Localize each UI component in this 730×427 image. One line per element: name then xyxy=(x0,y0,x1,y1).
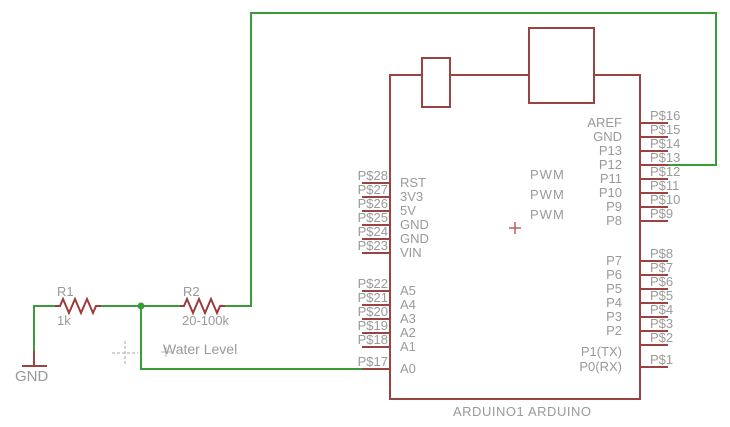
pin-p26-name: P$26 xyxy=(357,196,388,211)
pin-p9-label: P8 xyxy=(606,213,622,228)
pin-p28-label: RST xyxy=(400,175,426,190)
pin-p1-label: P0(RX) xyxy=(579,359,622,374)
pin-p12-name: P$12 xyxy=(650,164,681,179)
resistor-r1-name: R1 xyxy=(57,284,74,299)
resistor-r1-value: 1k xyxy=(57,313,71,328)
pin-p17-name: P$17 xyxy=(357,354,388,369)
usb-connector-rect xyxy=(421,57,451,108)
pin-p20-label: A3 xyxy=(400,311,416,326)
power-jack-rect xyxy=(528,27,595,104)
pin-p15-label: GND xyxy=(593,129,622,144)
pin-p11-name: P$11 xyxy=(650,178,680,193)
pwm-label-1: PWM xyxy=(530,167,565,182)
pwm-label-3: PWM xyxy=(530,207,565,222)
pin-p24-label: GND xyxy=(400,231,429,246)
text-origin-plus-icon xyxy=(161,347,171,357)
net-label-water-level: Water Level xyxy=(163,341,238,357)
pin-p2-label: P1(TX) xyxy=(580,344,622,359)
pin-p22-label: A5 xyxy=(400,283,416,298)
pwm-label-2: PWM xyxy=(530,187,565,202)
pin-p10-label: P9 xyxy=(606,199,622,214)
pin-p5-name: P$5 xyxy=(650,288,674,303)
pin-p3-name: P$3 xyxy=(650,316,674,331)
pin-p13-label: P12 xyxy=(598,157,622,172)
wire-r2-to-p12 xyxy=(225,12,717,307)
pin-p3-label: P2 xyxy=(606,323,622,338)
wire-junction-to-a0 xyxy=(140,306,364,370)
right-pin-stubs xyxy=(640,122,668,368)
pin-p8-label: P7 xyxy=(606,253,622,268)
pin-p6-label: P5 xyxy=(606,281,622,296)
pin-p21-label: A4 xyxy=(400,297,416,312)
pin-p1-name: P$1 xyxy=(650,352,674,367)
pin-p24-name: P$24 xyxy=(357,224,388,239)
pin-p23-name: P$23 xyxy=(357,238,388,253)
pin-p8-name: P$8 xyxy=(650,246,674,261)
resistor-r2-symbol xyxy=(180,296,225,316)
pin-p12-label: P11 xyxy=(599,171,622,186)
pin-p20-name: P$20 xyxy=(357,304,388,319)
resistor-r1-symbol xyxy=(55,296,101,316)
pin-p9-name: P$9 xyxy=(650,206,674,221)
pin-p21-name: P$21 xyxy=(357,290,388,305)
pin-p19-name: P$19 xyxy=(357,318,388,333)
resistor-r2-name: R2 xyxy=(183,284,200,299)
pin-p6-name: P$6 xyxy=(650,274,674,289)
pin-p28-name: P$28 xyxy=(357,168,388,183)
pin-p11-label: P10 xyxy=(598,185,622,200)
pin-p22-name: P$22 xyxy=(357,276,388,291)
pin-p2-name: P$2 xyxy=(650,330,674,345)
pin-p14-label: P13 xyxy=(598,143,622,158)
pin-p5-label: P4 xyxy=(606,295,622,310)
pin-p16-label: AREF xyxy=(587,115,622,130)
pin-p16-name: P$16 xyxy=(650,108,681,123)
pin-p27-label: 3V3 xyxy=(400,189,424,204)
net-wires xyxy=(33,12,717,370)
pin-p18-label: A1 xyxy=(400,339,416,354)
arduino-part-name: ARDUINO xyxy=(528,404,592,419)
part-origin-cross-icon xyxy=(509,222,521,234)
resistor-r2-value: 20-100k xyxy=(182,313,229,328)
pin-p15-name: P$15 xyxy=(650,122,681,137)
gnd-label: GND xyxy=(15,368,49,385)
gnd-symbol xyxy=(22,351,47,367)
junction-dot xyxy=(137,302,145,310)
pin-p18-name: P$18 xyxy=(357,332,388,347)
pin-p7-label: P6 xyxy=(606,267,622,282)
pin-p4-label: P3 xyxy=(606,309,622,324)
origin-cross xyxy=(112,341,138,366)
arduino-outline xyxy=(389,74,641,400)
pin-p13-name: P$13 xyxy=(650,150,681,165)
pin-p25-name: P$25 xyxy=(357,210,388,225)
pin-p7-name: P$7 xyxy=(650,260,674,275)
pin-p23-label: VIN xyxy=(400,245,422,260)
left-pin-stubs xyxy=(362,182,390,370)
pin-p10-name: P$10 xyxy=(650,192,681,207)
pin-p25-label: GND xyxy=(400,217,429,232)
pin-p17-label: A0 xyxy=(400,361,416,376)
pin-p14-name: P$14 xyxy=(650,136,681,151)
wire-gnd-branch xyxy=(33,305,55,351)
arduino-designator: ARDUINO1 xyxy=(453,404,525,419)
pin-p27-name: P$27 xyxy=(357,182,388,197)
pin-p26-label: 5V xyxy=(400,203,416,218)
pin-p19-label: A2 xyxy=(400,325,416,340)
pin-p4-name: P$4 xyxy=(650,302,674,317)
